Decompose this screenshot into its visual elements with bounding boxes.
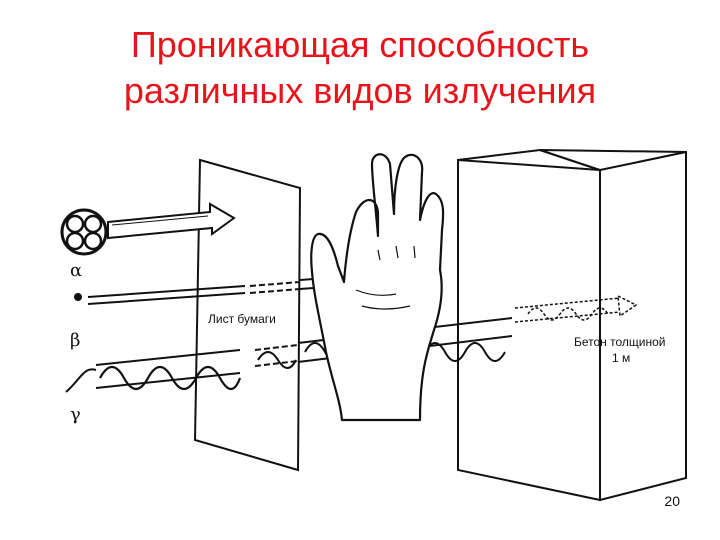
paper-sheet	[193, 158, 302, 472]
hand	[310, 153, 445, 422]
alpha-label: α	[70, 260, 82, 281]
slide-title: Проникающая способность различных видов …	[60, 22, 660, 114]
beta-label: β	[70, 330, 80, 351]
gamma-label: γ	[70, 404, 81, 425]
gamma-beam-exit	[514, 294, 638, 323]
concrete-block	[457, 148, 687, 502]
paper-label: Лист бумаги	[208, 312, 276, 326]
beta-particle	[74, 293, 82, 301]
concrete-label-line-1: Бетон толщиной	[574, 335, 666, 349]
alpha-particle	[60, 208, 108, 256]
slide-title-line-2: различных видов излучения	[123, 70, 597, 111]
slide-title-line-1: Проникающая способность	[130, 24, 590, 65]
page-number: 20	[664, 493, 680, 509]
concrete-label-line-2: 1 м	[612, 351, 630, 365]
alpha-arrow	[107, 202, 236, 240]
